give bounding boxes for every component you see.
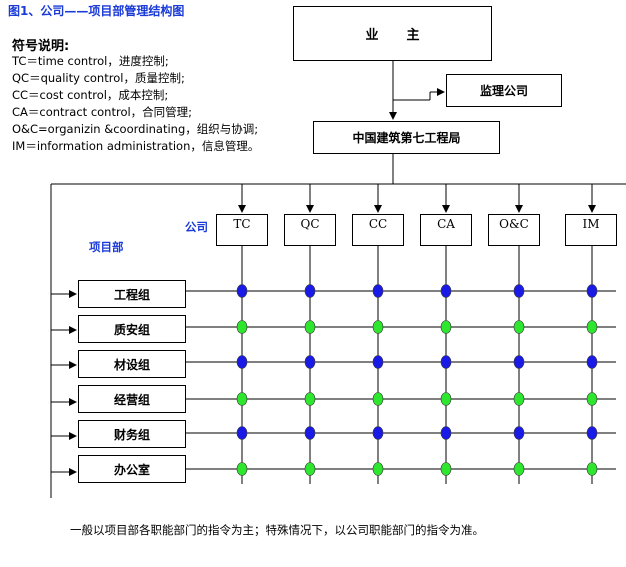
- legend-item-oc: O&C=organizin &coordinating，组织与协调;: [12, 122, 259, 136]
- owner-box: 业主: [293, 6, 492, 61]
- matrix-node: [372, 320, 384, 334]
- matrix-node: [304, 462, 316, 476]
- matrix-node: [372, 284, 384, 298]
- legend-item-tc: TC＝time control，进度控制;: [12, 54, 169, 68]
- matrix-node: [586, 320, 598, 334]
- function-box-tc: TC: [216, 214, 268, 246]
- matrix-node: [440, 426, 452, 440]
- group-box-office: 办公室: [78, 455, 186, 483]
- matrix-node: [513, 355, 525, 369]
- matrix-node: [440, 320, 452, 334]
- matrix-node: [304, 355, 316, 369]
- legend-item-qc: QC＝quality control，质量控制;: [12, 71, 185, 85]
- supervisor-box: 监理公司: [446, 74, 562, 107]
- group-box-engineering: 工程组: [78, 280, 186, 308]
- legend-item-ca: CA＝contract control，合同管理;: [12, 105, 193, 119]
- matrix-node: [372, 355, 384, 369]
- matrix-node: [236, 284, 248, 298]
- matrix-node: [304, 392, 316, 406]
- matrix-node: [586, 462, 598, 476]
- matrix-node: [304, 320, 316, 334]
- group-box-finance: 财务组: [78, 420, 186, 448]
- group-box-quality-safety: 质安组: [78, 315, 186, 343]
- matrix-node: [513, 426, 525, 440]
- matrix-node: [440, 392, 452, 406]
- matrix-node: [372, 426, 384, 440]
- matrix-node: [236, 392, 248, 406]
- matrix-node: [586, 284, 598, 298]
- company-label: 公司: [185, 220, 208, 234]
- matrix-node: [586, 355, 598, 369]
- function-box-oc: O&C: [488, 214, 540, 246]
- matrix-node: [236, 426, 248, 440]
- matrix-node: [236, 320, 248, 334]
- matrix-node: [236, 355, 248, 369]
- function-box-im: IM: [565, 214, 617, 246]
- group-box-materials: 材设组: [78, 350, 186, 378]
- matrix-node: [513, 284, 525, 298]
- matrix-node: [236, 462, 248, 476]
- legend-list: TC＝time control，进度控制; QC＝quality control…: [12, 53, 259, 155]
- legend-heading: 符号说明:: [12, 39, 70, 54]
- matrix-node: [513, 392, 525, 406]
- matrix-node: [304, 284, 316, 298]
- matrix-node: [304, 426, 316, 440]
- matrix-node: [372, 462, 384, 476]
- function-box-qc: QC: [284, 214, 336, 246]
- legend-item-cc: CC＝cost control，成本控制;: [12, 88, 169, 102]
- bureau-box: 中国建筑第七工程局: [313, 121, 500, 154]
- matrix-node: [513, 320, 525, 334]
- group-box-business: 经营组: [78, 385, 186, 413]
- footer-note: 一般以项目部各职能部门的指令为主；特殊情况下，以公司职能部门的指令为准。: [70, 523, 484, 537]
- project-dept-label: 项目部: [89, 240, 124, 254]
- function-box-cc: CC: [352, 214, 404, 246]
- matrix-node: [440, 462, 452, 476]
- figure-title: 图1、公司——项目部管理结构图: [8, 4, 185, 18]
- matrix-node: [586, 392, 598, 406]
- matrix-node: [440, 284, 452, 298]
- matrix-node: [372, 392, 384, 406]
- function-box-ca: CA: [420, 214, 472, 246]
- matrix-node: [440, 355, 452, 369]
- legend-item-im: IM＝information administration，信息管理。: [12, 139, 260, 153]
- matrix-node: [586, 426, 598, 440]
- matrix-node: [513, 462, 525, 476]
